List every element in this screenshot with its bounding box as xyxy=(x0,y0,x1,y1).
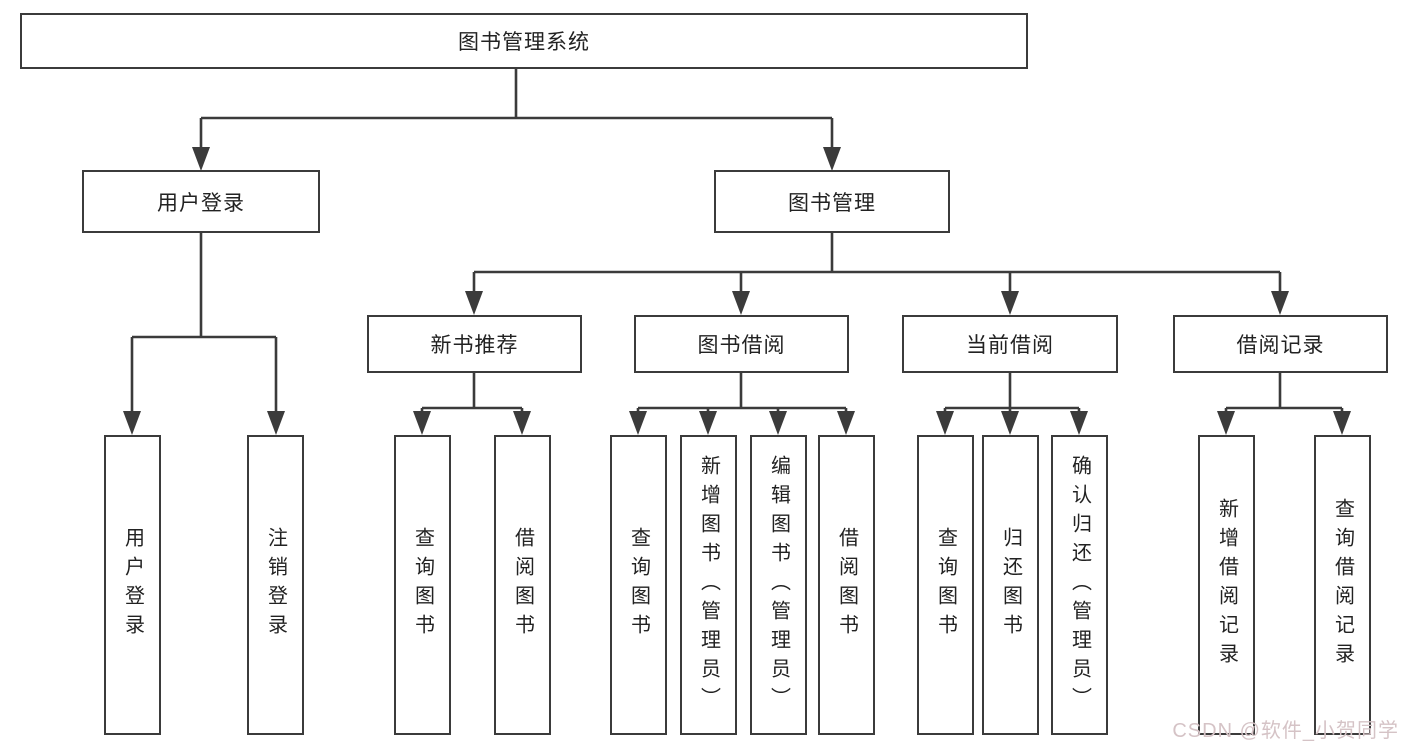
node-label: 用户登录 xyxy=(121,527,144,643)
node-borrow-records: 借阅记录 xyxy=(1173,315,1388,373)
leaf-query-books-borrow: 查询图书 xyxy=(610,435,667,735)
node-label: 新增借阅记录 xyxy=(1215,498,1238,672)
node-current-borrow: 当前借阅 xyxy=(902,315,1118,373)
node-book-borrow: 图书借阅 xyxy=(634,315,849,373)
leaf-logout: 注销登录 xyxy=(247,435,304,735)
leaf-query-books-recommend: 查询图书 xyxy=(394,435,451,735)
node-label: 借阅图书 xyxy=(511,527,534,643)
node-user-login: 用户登录 xyxy=(82,170,320,233)
leaf-edit-book-admin: 编辑图书（管理员） xyxy=(750,435,807,735)
node-label: 查询借阅记录 xyxy=(1331,498,1354,672)
node-label: 新增图书（管理员） xyxy=(697,454,720,716)
node-label: 用户登录 xyxy=(157,191,245,215)
node-label: 注销登录 xyxy=(264,527,287,643)
leaf-borrow-book: 借阅图书 xyxy=(818,435,875,735)
node-label: 新书推荐 xyxy=(430,334,519,357)
node-label: 借阅图书 xyxy=(835,527,858,643)
leaf-user-login: 用户登录 xyxy=(104,435,161,735)
node-label: 当前借阅 xyxy=(966,334,1054,357)
node-label: 归还图书 xyxy=(999,527,1022,643)
node-label: 图书管理系统 xyxy=(458,31,590,54)
node-library-management-system: 图书管理系统 xyxy=(20,13,1028,69)
leaf-add-borrow-record: 新增借阅记录 xyxy=(1198,435,1255,735)
node-label: 编辑图书（管理员） xyxy=(767,454,790,716)
node-label: 查询图书 xyxy=(627,527,650,643)
watermark: CSDN @软件_小贺同学 xyxy=(1172,720,1399,742)
leaf-add-book-admin: 新增图书（管理员） xyxy=(680,435,737,735)
leaf-confirm-return-admin: 确认归还（管理员） xyxy=(1051,435,1108,735)
node-label: 图书借阅 xyxy=(697,334,786,357)
node-label: 查询图书 xyxy=(411,527,434,643)
node-book-management: 图书管理 xyxy=(714,170,950,233)
leaf-borrow-book-recommend: 借阅图书 xyxy=(494,435,551,735)
node-label: 借阅记录 xyxy=(1236,334,1325,357)
leaf-return-book: 归还图书 xyxy=(982,435,1039,735)
leaf-query-books-current: 查询图书 xyxy=(917,435,974,735)
node-label: 图书管理 xyxy=(788,191,876,215)
node-new-book-recommend: 新书推荐 xyxy=(367,315,582,373)
node-label: 确认归还（管理员） xyxy=(1068,454,1091,716)
node-label: 查询图书 xyxy=(934,527,957,643)
leaf-query-borrow-record: 查询借阅记录 xyxy=(1314,435,1371,735)
